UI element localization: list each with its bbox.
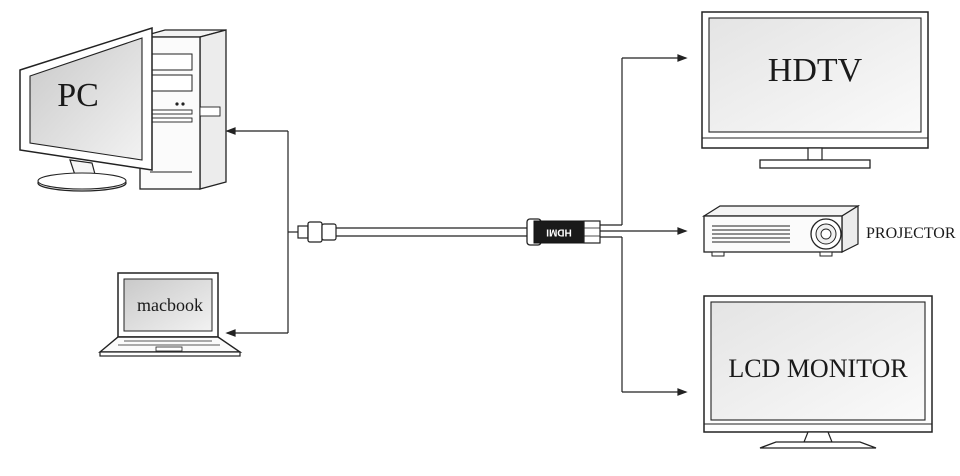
macbook-icon: macbook	[98, 272, 243, 357]
pc-tower	[139, 29, 227, 190]
projector-icon: PROJECTOR	[701, 204, 956, 257]
projector-label: PROJECTOR	[866, 225, 956, 242]
lcd-monitor-icon: LCD MONITOR	[703, 295, 933, 449]
lcd-monitor-label: LCD MONITOR	[728, 354, 908, 383]
pc-icon: PC	[19, 26, 227, 192]
hdmi-plug: HDMI	[526, 218, 601, 246]
hdtv-icon: HDTV	[701, 11, 929, 169]
right-connector-lines	[600, 54, 688, 396]
pc-monitor	[19, 26, 153, 192]
hdtv-label: HDTV	[768, 52, 863, 89]
pc-label: PC	[57, 77, 99, 114]
macbook-label: macbook	[137, 295, 203, 315]
left-connector-lines	[225, 127, 298, 337]
hdmi-plug-text: HDMI	[546, 226, 572, 237]
mini-displayport-plug	[297, 221, 337, 243]
cable-line	[336, 227, 527, 237]
